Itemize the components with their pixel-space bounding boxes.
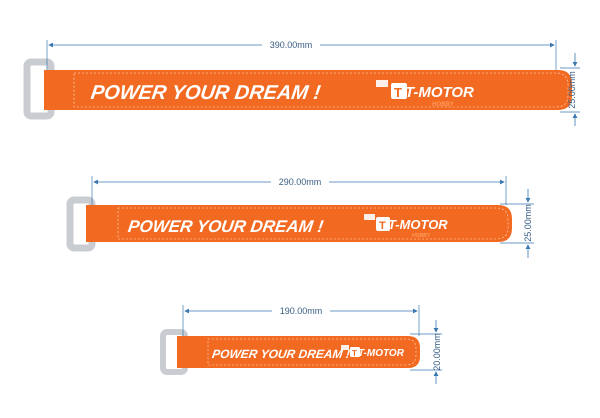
logo-t-letter: T (394, 85, 402, 100)
brand-text: T-MOTOR (358, 348, 405, 359)
stitch-line (73, 72, 569, 108)
logo-t-badge-icon (350, 347, 360, 357)
t-motor-logo: T T-MOTOR (341, 345, 405, 359)
slogan-text: POWER YOUR DREAM ! (89, 82, 322, 104)
slogan-text: POWER YOUR DREAM ! (127, 217, 325, 236)
length-label: 190.00mm (280, 306, 323, 316)
strap-body (86, 205, 512, 242)
logo-flag-icon (341, 345, 349, 350)
length-label: 390.00mm (270, 40, 313, 50)
width-label: 25.00mm (523, 204, 533, 242)
brand-text: T-MOTOR (388, 217, 448, 232)
strap-body (177, 336, 420, 368)
length-label: 290.00mm (279, 177, 322, 187)
logo-flag-icon (376, 80, 388, 87)
brand-sub-text: HOBBY (412, 233, 431, 239)
strap-390: POWER YOUR DREAM ! T T-MOTOR HOBBY 390.0… (23, 38, 580, 126)
width-label: 20.00mm (432, 333, 442, 371)
strap-190: POWER YOUR DREAM ! T T-MOTOR 190.00mm 20… (160, 304, 442, 384)
brand-text: T-MOTOR (405, 84, 474, 101)
strap-body (44, 70, 572, 110)
width-label: 25.00mm (567, 71, 577, 109)
stitch-line (117, 207, 509, 240)
logo-t-badge-icon (376, 217, 390, 231)
t-motor-logo: T T-MOTOR HOBBY (364, 214, 448, 239)
logo-flag-icon (364, 214, 375, 220)
stitch-line (207, 338, 417, 366)
logo-t-badge-icon (391, 83, 407, 99)
strap-290: POWER YOUR DREAM ! T T-MOTOR HOBBY 290.0… (66, 175, 534, 258)
t-motor-logo: T T-MOTOR HOBBY (376, 80, 474, 108)
slogan-text: POWER YOUR DREAM ! (211, 347, 351, 361)
logo-t-letter: T (352, 349, 357, 358)
brand-sub-text: HOBBY (432, 102, 455, 108)
logo-t-letter: T (379, 220, 386, 232)
